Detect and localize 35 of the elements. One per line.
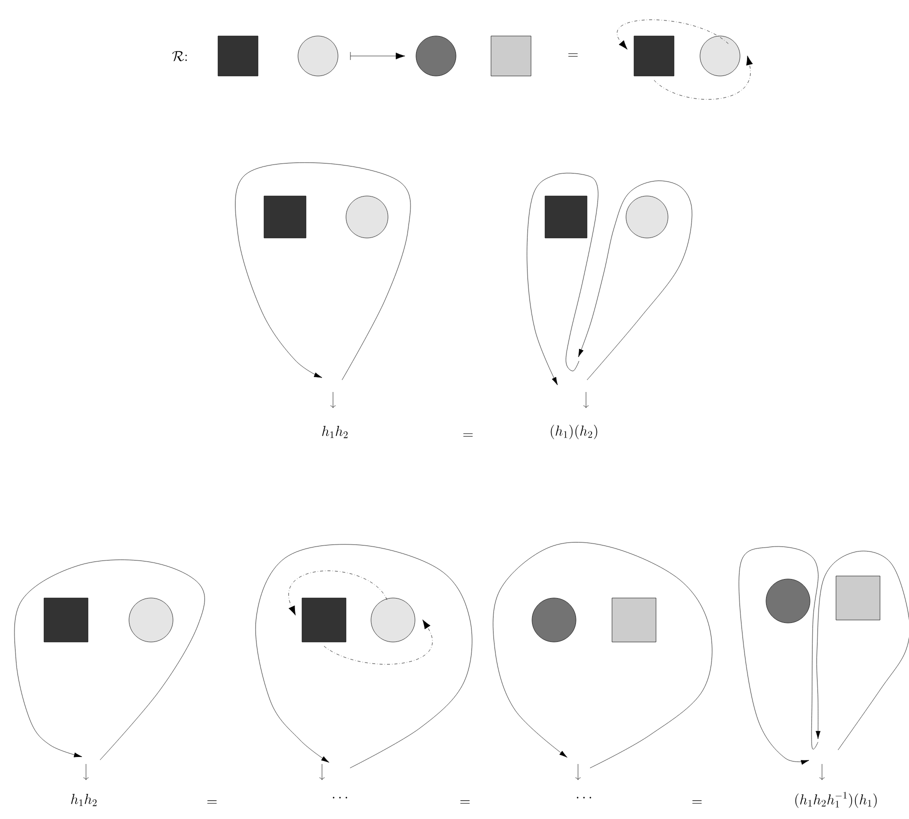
circle-token — [532, 598, 576, 642]
square-token — [612, 598, 656, 642]
circle-token — [700, 36, 740, 76]
circle-token — [346, 196, 388, 238]
circle-token — [370, 598, 416, 642]
arrow — [617, 20, 728, 50]
equals-sign: $=$ — [460, 800, 470, 804]
square-token — [544, 196, 588, 238]
square-token — [44, 598, 88, 642]
math-label: $\cdots$ — [332, 796, 348, 798]
math-label: $\cdots$ — [576, 796, 592, 798]
square-token — [302, 598, 346, 642]
math-label: $h_1h_2$ — [71, 794, 97, 806]
circle-token — [626, 196, 668, 238]
equals-sign: $=$ — [207, 800, 217, 804]
math-label: $h_1h_2$ — [322, 426, 348, 438]
square-token — [490, 36, 532, 76]
circle-token — [298, 36, 338, 76]
square-token — [218, 36, 258, 76]
square-token — [634, 36, 674, 76]
arrow — [288, 570, 388, 616]
arrow — [654, 56, 753, 100]
arrow — [324, 620, 432, 664]
square-token — [836, 576, 880, 620]
square-token — [264, 196, 306, 238]
math-label: $(h_1)(h_2)$ — [550, 424, 598, 440]
arrow — [350, 52, 406, 60]
equals-sign: $=$ — [692, 800, 702, 804]
circle-token — [766, 578, 810, 624]
equals-sign: $=$ — [463, 433, 473, 437]
math-label: $(h_1h_2h_1^{-1})(h_1)$ — [795, 792, 877, 808]
equals-sign: $=$ — [568, 53, 578, 57]
math-label: $\mathcal{R}\colon$ — [172, 51, 187, 62]
circle-token — [416, 36, 456, 76]
circle-token — [128, 598, 174, 642]
